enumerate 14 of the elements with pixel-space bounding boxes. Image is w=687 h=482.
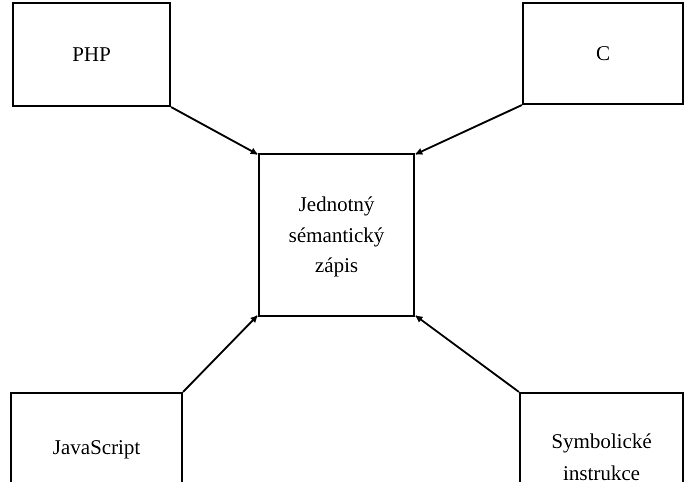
arrow <box>415 104 522 155</box>
box-label: Symbolické instrukce <box>550 428 653 482</box>
box-label: Jednotný sémantický zápis <box>288 191 386 280</box>
arrow <box>415 315 520 393</box>
process-box <box>10 392 183 482</box>
arrow <box>170 106 258 155</box>
arrow <box>182 315 258 393</box>
box-label: PHP <box>72 41 111 68</box>
process-box <box>258 153 415 317</box>
process-box <box>522 2 684 105</box>
box-label: C <box>596 40 610 68</box>
process-box <box>519 392 684 482</box>
process-box <box>12 2 171 107</box>
box-label: JavaScript <box>52 434 140 461</box>
